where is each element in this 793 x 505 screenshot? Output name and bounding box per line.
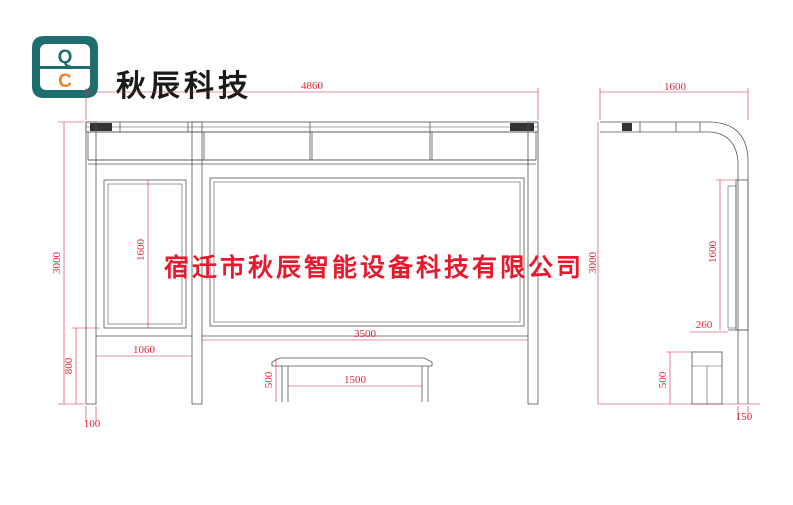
dim-side-offset: 260: [696, 319, 713, 331]
dim-bench-width: 1500: [344, 374, 367, 386]
dim-side-bench-height: 500: [657, 371, 669, 388]
side-dimension-lines: [597, 88, 760, 420]
brand-name: 秋辰科技: [116, 69, 252, 104]
dim-bottom-height: 800: [63, 357, 75, 374]
dim-center-width: 3500: [354, 328, 377, 340]
company-name: 宿迁市秋辰智能设备科技有限公司: [164, 253, 584, 282]
dim-post-width: 100: [84, 418, 101, 430]
front-dimension-lines: [58, 88, 539, 422]
dim-side-base: 150: [736, 411, 753, 423]
dim-front-width: 4860: [301, 80, 324, 92]
side-view: [600, 121, 749, 405]
front-view: [85, 121, 539, 405]
dim-bench-height: 500: [263, 371, 275, 388]
logo-letter-q: Q: [58, 47, 73, 68]
dim-front-height: 3000: [51, 252, 63, 275]
logo: Q C: [32, 36, 98, 98]
side-dimension-labels: 1600 3000 1600 260 500 150: [587, 81, 753, 423]
dim-side-height: 3000: [587, 252, 599, 275]
dim-side-panel-height: 1600: [707, 241, 719, 264]
front-dimension-labels: 4860 3000 1600 800 1060 3500 500 1500 10…: [51, 80, 377, 430]
dim-panel-height: 1600: [135, 239, 147, 262]
logo-letter-c: C: [58, 71, 72, 92]
dim-panel-width: 1060: [133, 344, 156, 356]
dim-side-width: 1600: [664, 81, 687, 93]
